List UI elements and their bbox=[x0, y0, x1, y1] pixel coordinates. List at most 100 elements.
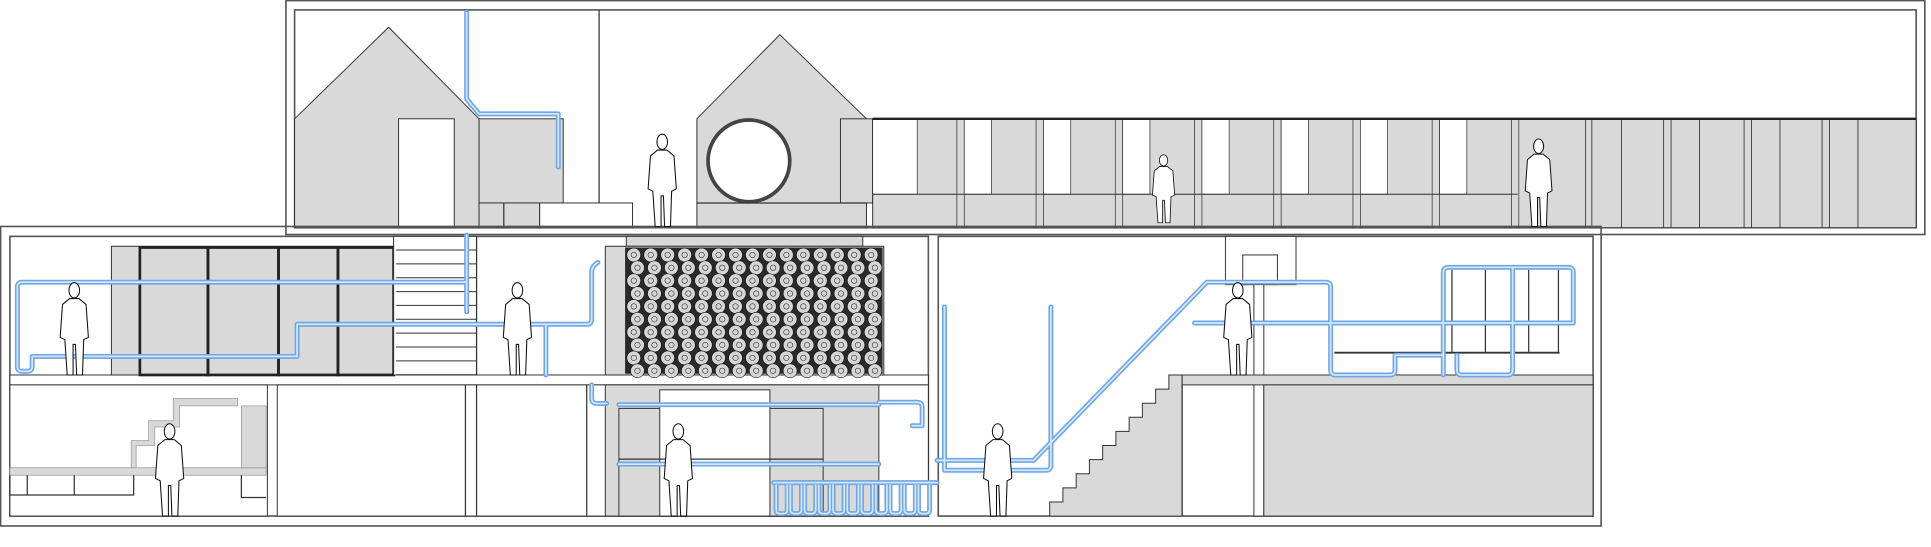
honeycomb-cell bbox=[626, 350, 642, 366]
honeycomb-cell-core bbox=[753, 341, 760, 349]
honeycomb-cell-core bbox=[787, 264, 794, 271]
honeycomb-cell bbox=[867, 363, 883, 379]
honeycomb-cell-core bbox=[804, 341, 811, 349]
honeycomb-cell-core bbox=[753, 316, 760, 323]
honeycomb-cell-core bbox=[681, 251, 688, 258]
honeycomb-cell-core bbox=[668, 367, 675, 374]
honeycomb-cell bbox=[762, 273, 777, 288]
pipe-core bbox=[832, 484, 846, 515]
honeycomb-cell bbox=[728, 247, 743, 263]
honeycomb-cell bbox=[779, 350, 794, 366]
honeycomb-cell bbox=[664, 312, 679, 327]
honeycomb-cell-core bbox=[668, 316, 675, 323]
honeycomb-cell-core bbox=[736, 341, 743, 349]
honeycomb-cell-core bbox=[854, 367, 861, 374]
honeycomb-cell bbox=[681, 260, 696, 276]
honeycomb-cell bbox=[830, 273, 845, 288]
honeycomb-cell-core bbox=[681, 329, 688, 336]
honeycomb-header bbox=[625, 235, 864, 247]
window bbox=[963, 118, 992, 195]
honeycomb-cell bbox=[782, 363, 798, 379]
honeycomb-cell bbox=[677, 247, 692, 263]
honeycomb-cell-core bbox=[851, 354, 858, 361]
stepped-shelf bbox=[9, 398, 267, 499]
honeycomb-cell-core bbox=[766, 251, 773, 258]
honeycomb-cell-core bbox=[685, 264, 692, 271]
honeycomb-cell-core bbox=[868, 329, 875, 336]
person-silhouette bbox=[982, 423, 1013, 517]
window-mullion bbox=[1194, 118, 1203, 229]
honeycomb-cell-core bbox=[766, 329, 773, 336]
honeycomb-cell bbox=[796, 247, 811, 263]
honeycomb-cell bbox=[782, 337, 798, 353]
honeycomb-cell-core bbox=[634, 316, 641, 323]
honeycomb-cell-core bbox=[820, 367, 828, 374]
honeycomb-cell bbox=[779, 299, 794, 314]
honeycomb-cell bbox=[694, 273, 709, 288]
honeycomb-cell bbox=[728, 324, 743, 340]
honeycomb-cell bbox=[762, 350, 777, 366]
honeycomb-cell-core bbox=[783, 277, 790, 284]
honeycomb-cell bbox=[681, 363, 696, 379]
honeycomb-cell bbox=[698, 337, 713, 353]
pipe-core bbox=[903, 484, 917, 515]
honeycomb-cell bbox=[745, 299, 760, 314]
honeycomb-cell-core bbox=[783, 251, 790, 258]
honeycomb-cell-core bbox=[668, 290, 675, 297]
honeycomb-cell-core bbox=[719, 341, 726, 349]
honeycomb-cell bbox=[782, 286, 798, 301]
honeycomb-cell-core bbox=[753, 264, 760, 271]
honeycomb-cell bbox=[863, 247, 879, 263]
honeycomb-cell-core bbox=[698, 277, 705, 284]
honeycomb-cell-core bbox=[749, 251, 756, 258]
honeycomb-cell bbox=[660, 350, 675, 366]
honeycomb-cell bbox=[765, 363, 781, 379]
honeycomb-cell-core bbox=[634, 367, 641, 374]
honeycomb-cell-core bbox=[634, 290, 641, 297]
honeycomb-cell-core bbox=[804, 264, 811, 271]
honeycomb-cell bbox=[745, 247, 760, 263]
honeycomb-cell-core bbox=[837, 316, 845, 323]
honeycomb-cell-core bbox=[871, 367, 878, 374]
lift-column bbox=[1253, 284, 1265, 517]
honeycomb-cell-core bbox=[820, 316, 828, 323]
honeycomb-cell-core bbox=[630, 303, 637, 310]
honeycomb-cell-core bbox=[732, 354, 739, 361]
honeycomb-cell bbox=[731, 286, 747, 301]
pipe-core bbox=[817, 484, 831, 515]
honeycomb-cell-core bbox=[651, 367, 658, 374]
honeycomb-cell-core bbox=[698, 303, 705, 310]
honeycomb-cell bbox=[731, 363, 747, 379]
honeycomb-cell bbox=[782, 312, 798, 327]
honeycomb-cell bbox=[647, 286, 662, 301]
honeycomb-cell-core bbox=[647, 303, 654, 310]
honeycomb-cell-core bbox=[770, 367, 777, 374]
honeycomb-cell bbox=[694, 247, 709, 263]
honeycomb-cell-core bbox=[681, 303, 688, 310]
honeycomb-cell bbox=[813, 324, 828, 340]
honeycomb-cell-core bbox=[681, 354, 688, 361]
honeycomb-cell bbox=[681, 312, 696, 327]
honeycomb-cell-core bbox=[868, 354, 875, 361]
honeycomb-cell bbox=[762, 324, 777, 340]
honeycomb-cell-core bbox=[834, 354, 841, 361]
honeycomb-cell-core bbox=[685, 290, 692, 297]
honeycomb-cell bbox=[715, 337, 730, 353]
honeycomb-cell-core bbox=[871, 341, 878, 349]
honeycomb-cell-core bbox=[837, 290, 845, 297]
window-mullion bbox=[956, 118, 965, 229]
honeycomb-cell bbox=[799, 260, 815, 276]
honeycomb-cell-core bbox=[749, 277, 756, 284]
window-mullion bbox=[1273, 118, 1282, 229]
honeycomb-cell-core bbox=[702, 367, 709, 374]
honeycomb-cell bbox=[765, 337, 781, 353]
honeycomb-cell bbox=[630, 312, 645, 327]
honeycomb-cell-core bbox=[800, 303, 807, 310]
honeycomb-cell-core bbox=[753, 290, 760, 297]
honeycomb-cell bbox=[813, 350, 828, 366]
person-silhouette bbox=[59, 282, 89, 376]
bench bbox=[539, 202, 634, 229]
honeycomb-cell-core bbox=[719, 264, 726, 271]
honeycomb-cell bbox=[762, 299, 777, 314]
honeycomb-cell bbox=[799, 286, 815, 301]
